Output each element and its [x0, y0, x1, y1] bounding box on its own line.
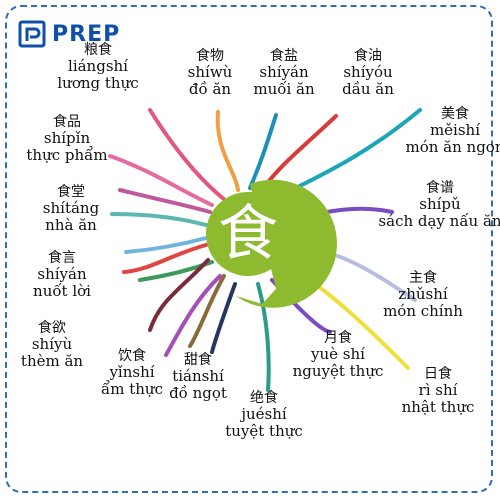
brand-name: PREP	[52, 21, 121, 47]
branch-line	[164, 274, 222, 357]
node-hanzi: 月食	[323, 330, 352, 346]
node-vi: thèm ăn	[20, 352, 84, 371]
node-pinyin: liángshí	[68, 57, 128, 76]
node-hanzi: 食物	[196, 48, 224, 64]
node-hanzi: 食欲	[37, 320, 66, 336]
hub-bubble	[206, 179, 337, 308]
node-pinyin: shípǔ	[419, 195, 461, 214]
node-hanzi: 主食	[409, 270, 437, 286]
node-hanzi: 甜食	[184, 352, 212, 368]
node-vi: nhật thực	[401, 398, 475, 417]
node-hanzi: 粮食	[84, 42, 112, 58]
node-vi: món ăn ngon	[405, 138, 500, 157]
node-pinyin: tiánshí	[172, 367, 224, 386]
node-hanzi: 美食	[440, 106, 469, 122]
node-vi: đồ ngọt	[169, 384, 227, 403]
branch-line	[148, 258, 210, 332]
node-pinyin: shípǐn	[43, 129, 91, 148]
node-hanzi: 食堂	[56, 184, 85, 200]
branch-line	[148, 108, 227, 202]
branch-line	[210, 282, 237, 354]
node-vi: nguyệt thực	[292, 362, 384, 381]
prep-logo-icon	[18, 20, 46, 48]
hub-character: 食	[218, 199, 278, 269]
node-pinyin: yǐnshí	[109, 363, 155, 382]
node-vi: thực phẩm	[26, 146, 108, 165]
node-hanzi: 食品	[52, 114, 81, 130]
node-vi: lương thực	[57, 74, 139, 93]
node-vi: tuyệt thực	[225, 422, 303, 441]
node-pinyin: yuè shí	[311, 345, 365, 364]
branch-line-extra	[118, 188, 212, 214]
node-hanzi: 食谱	[426, 180, 454, 196]
dashed-border-frame	[5, 5, 493, 493]
node-vi: sách dạy nấu ăn	[378, 212, 500, 231]
branch-line	[108, 154, 214, 207]
node-pinyin: shíwù	[187, 63, 233, 82]
branch-line	[122, 243, 208, 274]
node-pinyin: zhǔshí	[398, 285, 448, 304]
node-vi: ẩm thực	[101, 380, 163, 399]
brand-logo: PREP	[18, 20, 120, 48]
node-vi: dầu ăn	[342, 80, 394, 99]
node-pinyin: měishí	[429, 121, 481, 140]
node-vi: nuốt lời	[33, 282, 91, 301]
node-hanzi: 食油	[353, 48, 382, 64]
node-hanzi: 日食	[424, 366, 452, 382]
branch-line-extra	[124, 236, 208, 254]
node-hanzi: 饮食	[118, 348, 146, 364]
node-pinyin: shítáng	[42, 199, 100, 218]
node-pinyin: shíyóu	[343, 63, 393, 82]
branch-line	[248, 113, 278, 190]
node-pinyin: juéshí	[241, 405, 287, 424]
branch-line	[256, 282, 271, 392]
hub-circle	[206, 192, 290, 276]
node-hanzi: 食言	[47, 250, 76, 266]
node-pinyin: shíyán	[37, 265, 87, 284]
branch-line-extra	[188, 274, 226, 348]
node-pinyin: shíyù	[31, 335, 73, 354]
node-hanzi: 绝食	[250, 390, 278, 406]
node-hanzi: 食盐	[269, 48, 298, 64]
branch-line	[110, 212, 208, 227]
node-vi: món chính	[383, 302, 463, 321]
node-vi: muối ăn	[253, 80, 315, 99]
node-pinyin: rì shí	[418, 381, 458, 400]
branch-line	[215, 110, 240, 192]
node-vi: đồ ăn	[188, 80, 232, 99]
node-vi: nhà ăn	[45, 216, 97, 235]
node-pinyin: shíyán	[259, 63, 309, 82]
